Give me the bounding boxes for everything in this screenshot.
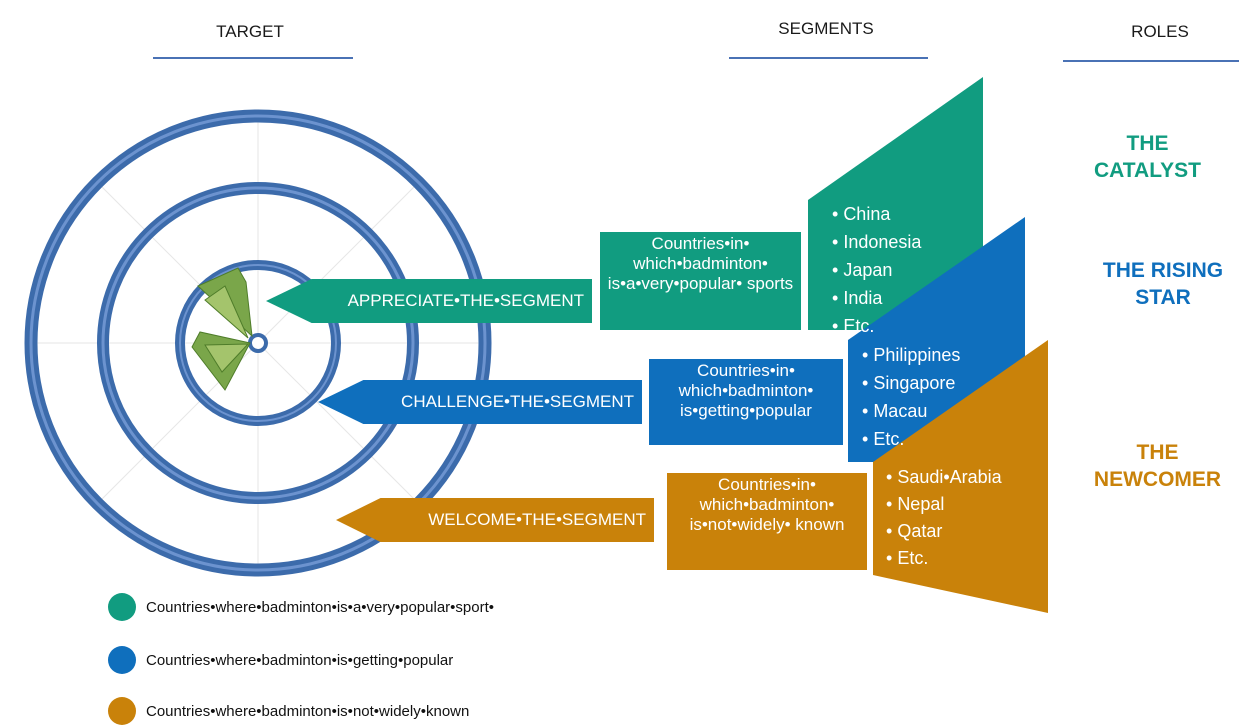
country-item: Qatar: [886, 518, 1002, 545]
outer-ring-highlight: [29, 114, 487, 572]
legend-item-not-known: Countries•where•badminton•is•not•widely•…: [108, 697, 469, 725]
role-newcomer: THE NEWCOMER: [1093, 441, 1222, 491]
country-item: Etc.: [862, 425, 960, 453]
header-roles: ROLES: [1131, 22, 1189, 41]
country-item: Macau: [862, 397, 960, 425]
inner-ring-highlight: [179, 264, 337, 422]
legend-label: Countries•where•badminton•is•getting•pop…: [146, 651, 454, 669]
segment-box-popular: Countries•in• which•badminton• is•a•very…: [600, 232, 801, 330]
country-list-getting-popular: Philippines Singapore Macau Etc.: [862, 341, 960, 453]
arrow-welcome-label: WELCOME•THE•SEGMENT: [428, 510, 646, 529]
legend-label: Countries•where•badminton•is•a•very•popu…: [146, 598, 495, 616]
country-list-popular: China Indonesia Japan India Etc.: [832, 200, 921, 340]
legend-item-getting-popular: Countries•where•badminton•is•getting•pop…: [108, 646, 453, 674]
role-catalyst: THE CATALYST: [1094, 132, 1201, 182]
arrow-appreciate: APPRECIATE•THE•SEGMENT: [266, 279, 592, 323]
header-target-underline: [153, 57, 353, 59]
country-item: Nepal: [886, 491, 1002, 518]
segment-not-known-description: Countries•in• which•badminton• is•not•wi…: [689, 475, 845, 534]
shuttlecock-icon: [191, 267, 253, 391]
country-list-not-known: Saudi•Arabia Nepal Qatar Etc.: [886, 464, 1002, 572]
country-item: Etc.: [886, 545, 1002, 572]
country-item: Philippines: [862, 341, 960, 369]
country-item: Saudi•Arabia: [886, 464, 1001, 491]
header-roles-underline: [1063, 60, 1239, 62]
country-item: India: [832, 284, 921, 312]
legend-item-popular: Countries•where•badminton•is•a•very•popu…: [108, 593, 494, 621]
legend-dot-green: [108, 593, 136, 621]
arrow-appreciate-label: APPRECIATE•THE•SEGMENT: [347, 291, 584, 310]
country-item: China: [832, 200, 921, 228]
segment-popular-description: Countries•in• which•badminton• is•a•very…: [607, 234, 794, 293]
middle-ring-highlight: [101, 186, 415, 500]
legend-dot-orange: [108, 697, 136, 725]
segment-getting-popular-description: Countries•in• which•badminton• is•gettin…: [678, 361, 814, 420]
legend-label: Countries•where•badminton•is•not•widely•…: [146, 702, 470, 720]
arrow-welcome: WELCOME•THE•SEGMENT: [336, 498, 654, 542]
header-segments-underline: [729, 57, 928, 59]
legend-dot-blue: [108, 646, 136, 674]
country-item: Etc.: [832, 312, 921, 340]
country-item: Indonesia: [832, 228, 921, 256]
arrow-challenge-label: CHALLENGE•THE•SEGMENT: [401, 392, 634, 411]
arrow-challenge: CHALLENGE•THE•SEGMENT: [318, 380, 642, 424]
segment-box-not-known: Countries•in• which•badminton• is•not•wi…: [667, 473, 867, 570]
header-segments: SEGMENTS: [778, 19, 874, 38]
country-item: Singapore: [862, 369, 960, 397]
country-item: Japan: [832, 256, 921, 284]
header-target: TARGET: [216, 22, 284, 41]
segment-box-getting-popular: Countries•in• which•badminton• is•gettin…: [649, 359, 843, 445]
role-rising-star: THE RISING STAR: [1102, 259, 1224, 309]
target-diagram: [24, 109, 492, 577]
